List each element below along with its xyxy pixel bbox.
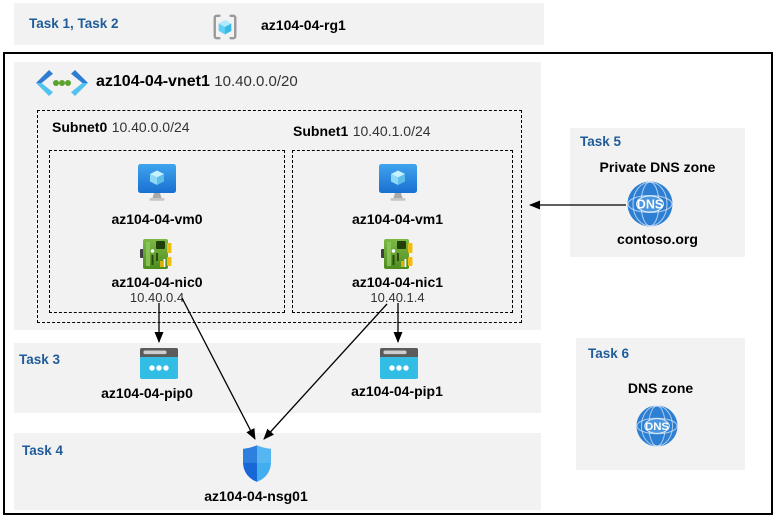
- vnet-name: az104-04-vnet1: [96, 73, 210, 90]
- nic1-icon: [380, 239, 412, 269]
- resource-group-icon: [213, 14, 237, 40]
- pip0-name: az104-04-pip0: [101, 385, 193, 401]
- vm1-icon: [378, 164, 417, 201]
- private-dns-icon-text: DNS: [637, 198, 663, 212]
- task-1-2-band: Task 1, Task 2 az104-04-rg1: [14, 3, 544, 45]
- vm1-name: az104-04-vm1: [351, 211, 444, 227]
- vnet-cidr: 10.40.0.0/20: [214, 73, 298, 90]
- nic0-ip: 10.40.0.4: [129, 290, 185, 305]
- task-3-label: Task 3: [19, 352, 61, 367]
- vm0-name: az104-04-vm0: [111, 211, 203, 227]
- subnet0-cidr: 10.40.0.0/24: [111, 119, 190, 135]
- subnet1-label: Subnet1 10.40.1.0/24: [293, 123, 431, 141]
- vnet-area: az104-04-vnet1 10.40.0.0/20 Subnet0 10.4…: [14, 62, 541, 330]
- nic1-name: az104-04-nic1: [351, 274, 444, 290]
- task-6-panel: Task 6 DNS zone DNS: [576, 338, 745, 470]
- task-1-2-label: Task 1, Task 2: [29, 16, 119, 31]
- task-4-band: Task 4 az104-04-nsg01: [14, 433, 541, 510]
- pip1-icon: [380, 348, 418, 379]
- subnet0-label: Subnet0 10.40.0.0/24: [52, 119, 190, 137]
- vm0-icon: [138, 164, 176, 201]
- nic0-name: az104-04-nic0: [111, 274, 203, 290]
- vnet-icon: [36, 70, 88, 96]
- dns-icon-text: DNS: [645, 421, 669, 433]
- subnet0-name: Subnet0: [52, 119, 108, 135]
- resource-group-name: az104-04-rg1: [261, 17, 346, 33]
- nsg-shield-icon: [242, 445, 272, 482]
- nsg-name: az104-04-nsg01: [204, 488, 308, 504]
- pip1-name: az104-04-pip1: [351, 383, 443, 399]
- task-6-label: Task 6: [588, 346, 630, 361]
- nic0-icon: [140, 239, 172, 269]
- task-5-panel: Task 5 Private DNS zone DNS contoso.org: [570, 128, 745, 257]
- subnet1-box: az104-04-vm1 az104: [292, 150, 513, 313]
- task-3-band: Task 3 az104-04-pip0 az104-04-pip1: [14, 343, 541, 413]
- dns-zone-title: DNS zone: [627, 380, 694, 396]
- task-4-label: Task 4: [22, 443, 64, 458]
- pip0-icon: [140, 348, 178, 379]
- nic1-ip: 10.40.1.4: [370, 290, 425, 305]
- private-dns-zone-name: contoso.org: [617, 231, 698, 247]
- subnet1-cidr: 10.40.1.0/24: [352, 123, 431, 139]
- private-dns-zone-title: Private DNS zone: [599, 159, 716, 175]
- subnet1-name: Subnet1: [293, 123, 349, 139]
- subnet0-box: az104-04-vm0 az104: [49, 150, 285, 313]
- dns-globe-icon: DNS: [636, 405, 678, 447]
- private-dns-globe-icon: DNS: [627, 181, 673, 227]
- task-5-label: Task 5: [580, 134, 622, 149]
